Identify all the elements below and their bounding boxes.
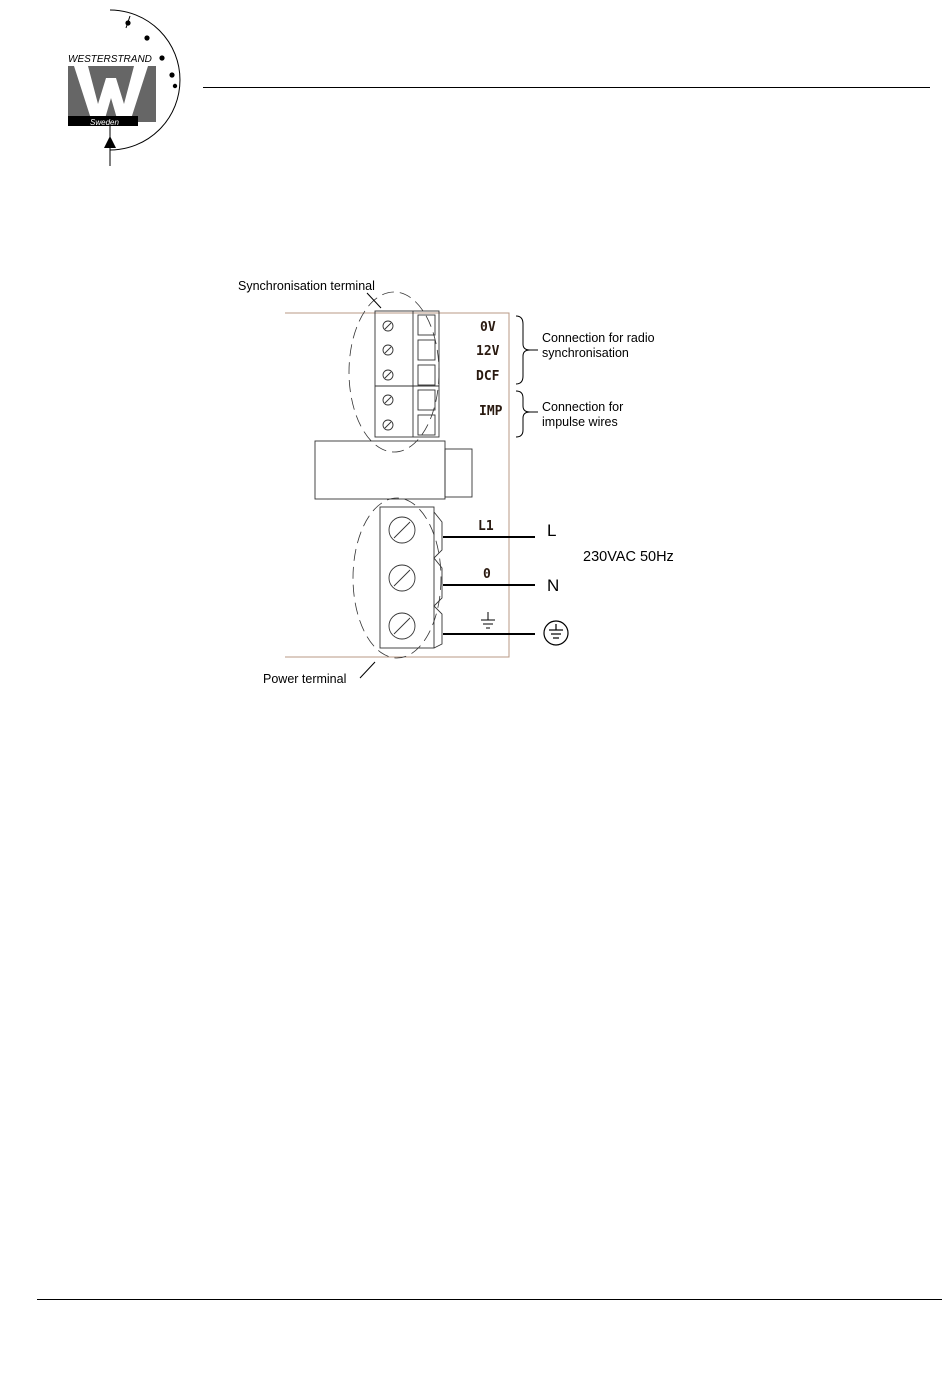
footer-rule bbox=[37, 1299, 942, 1300]
radio-label-line2: synchronisation bbox=[542, 346, 629, 360]
radio-brace bbox=[516, 316, 530, 384]
terminal-0v: 0V bbox=[480, 320, 496, 335]
radio-label-line1: Connection for radio bbox=[542, 331, 655, 345]
terminal-imp: IMP bbox=[479, 404, 503, 419]
sync-terminal-label: Synchronisation terminal bbox=[238, 279, 375, 293]
impulse-label-line2: impulse wires bbox=[542, 415, 618, 429]
impulse-label-line1: Connection for bbox=[542, 400, 623, 414]
earth-icon bbox=[544, 621, 568, 645]
power-terminal-highlight bbox=[353, 498, 441, 658]
relay-component bbox=[315, 441, 472, 499]
connection-diagram: Synchronisation terminal 0V 12V DCF IMP … bbox=[0, 0, 950, 760]
terminal-l1: L1 bbox=[478, 519, 494, 534]
housing-outline bbox=[285, 313, 509, 657]
terminal-12v: 12V bbox=[476, 344, 500, 359]
wire-n-label: N bbox=[547, 576, 559, 595]
earth-symbol-small bbox=[481, 612, 495, 628]
impulse-brace bbox=[516, 391, 530, 437]
wire-l-label: L bbox=[547, 521, 556, 540]
power-terminal-label: Power terminal bbox=[263, 672, 346, 686]
terminal-0: 0 bbox=[483, 567, 491, 582]
sync-terminal-highlight bbox=[349, 292, 439, 452]
power-terminal-block bbox=[380, 507, 442, 648]
supply-label: 230VAC 50Hz bbox=[583, 549, 674, 565]
terminal-dcf: DCF bbox=[476, 369, 500, 384]
sync-terminal-block bbox=[375, 311, 439, 437]
